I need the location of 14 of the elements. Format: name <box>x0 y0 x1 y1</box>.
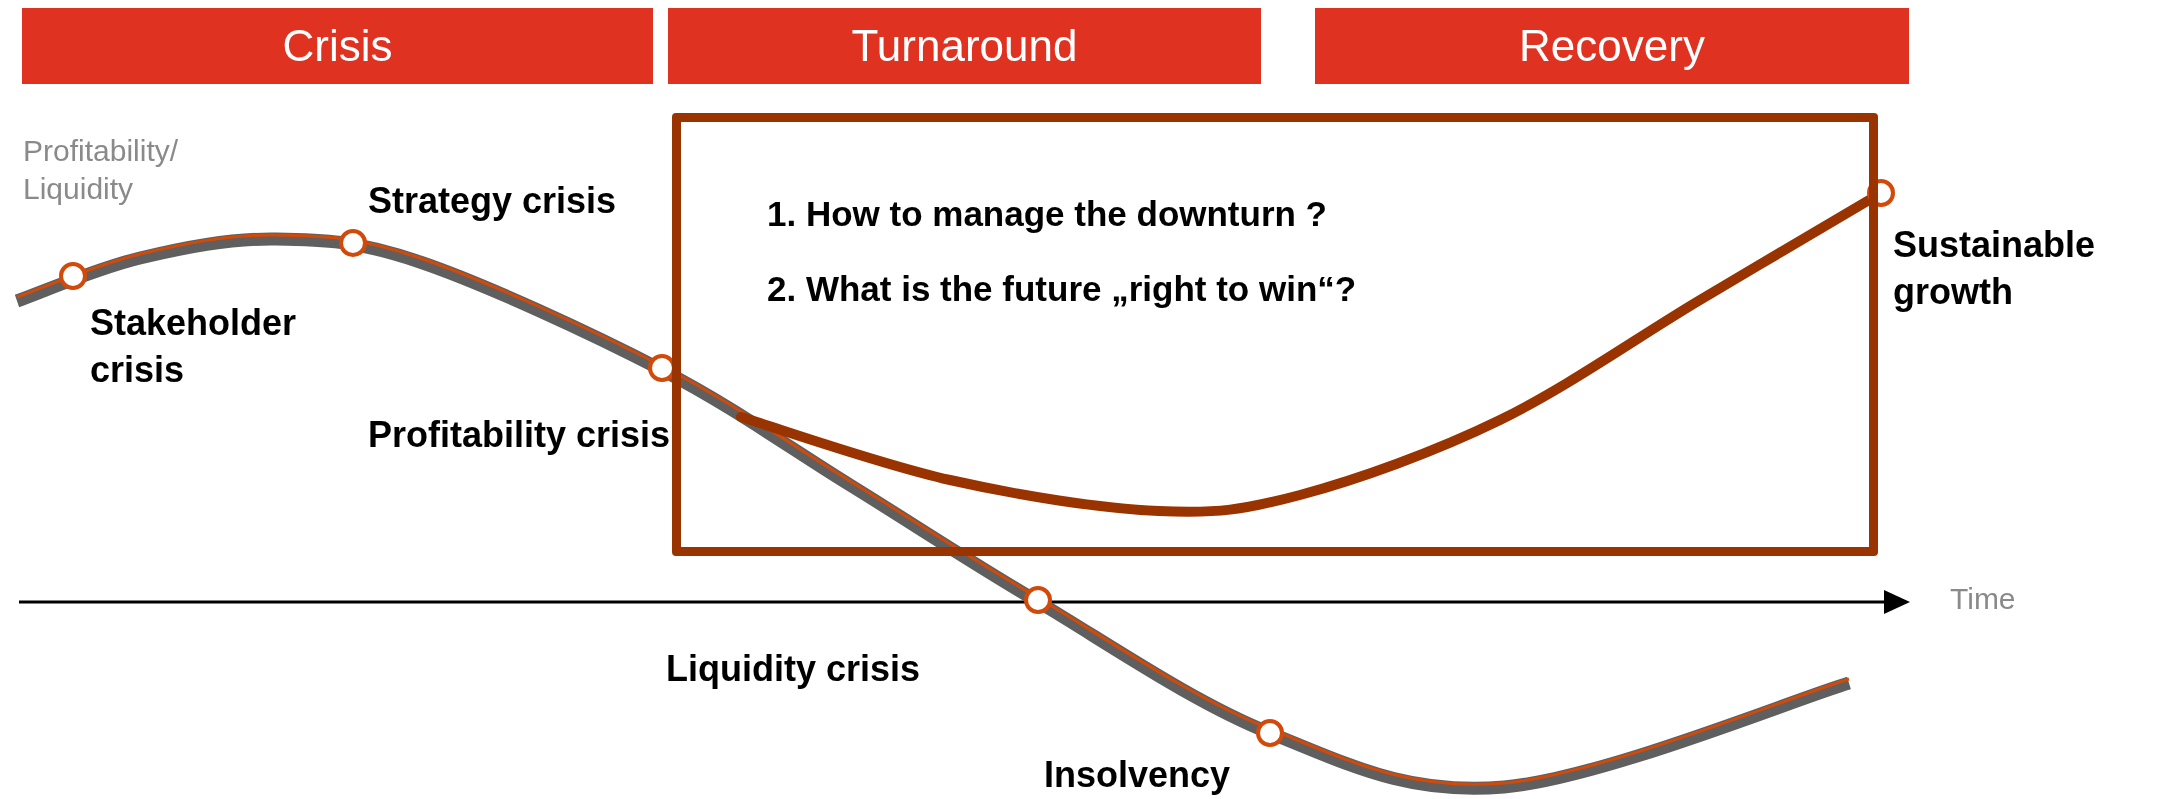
turnaround-frame <box>672 113 1878 556</box>
axis-label: Profitability/ Liquidity <box>23 133 180 207</box>
phase-label: Sustainable growth <box>1893 223 2097 314</box>
axis-label: Time <box>1950 581 2017 617</box>
phase-label: Insolvency <box>1044 753 1232 797</box>
phase-label: Stakeholder crisis <box>90 301 298 392</box>
question-text: 1. How to manage the downturn ? <box>767 193 1327 235</box>
phase-label: Liquidity crisis <box>666 647 922 691</box>
phase-banner: Turnaround <box>668 8 1261 84</box>
question-text: 2. What is the future „right to win“? <box>767 267 1357 310</box>
phase-label: Profitability crisis <box>366 413 670 457</box>
phase-banner: Crisis <box>22 8 653 84</box>
phase-banner: Recovery <box>1315 8 1909 84</box>
phase-label: Strategy crisis <box>368 179 618 223</box>
